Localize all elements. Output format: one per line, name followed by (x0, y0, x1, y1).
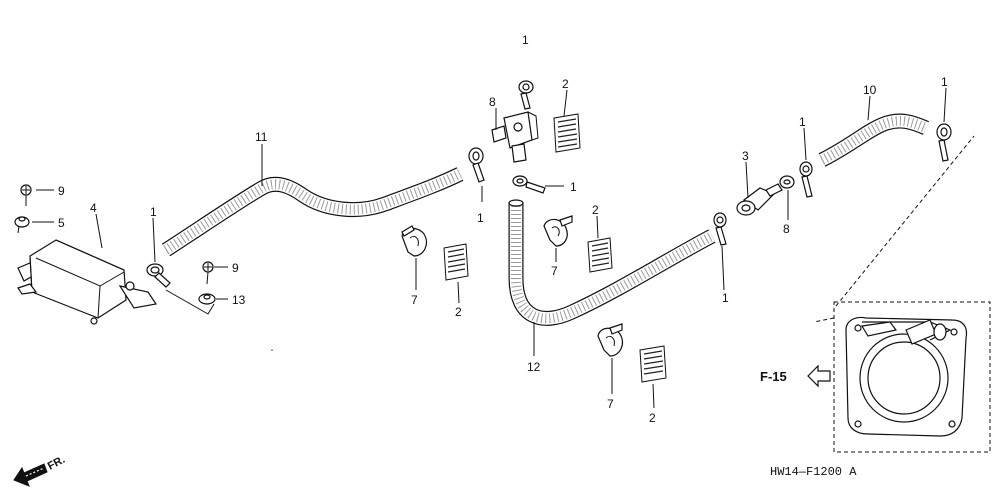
callout-labels: 1 1 1 1 1 1 1 2 2 2 2 3 4 5 7 7 7 8 8 9 … (58, 33, 948, 425)
three-way-joint-8[interactable] (491, 111, 539, 163)
callout-8-mid: 8 (489, 95, 496, 109)
hose-10[interactable] (818, 113, 929, 167)
leader-lines (32, 87, 947, 409)
bolt-9-lower[interactable] (202, 261, 214, 285)
front-direction-label: FR. (46, 454, 67, 473)
callout-9-lower: 9 (232, 261, 239, 275)
bolt-9-left[interactable] (20, 184, 32, 206)
callout-1-top: 1 (522, 33, 529, 47)
callout-2-top: 2 (562, 77, 569, 91)
hose-clip-1-right-a[interactable] (713, 212, 727, 246)
joint-3[interactable] (736, 183, 783, 216)
callout-1-mid-b: 1 (570, 180, 577, 194)
callout-9-left: 9 (58, 184, 65, 198)
hose-clip-1-right-c[interactable] (936, 123, 952, 162)
hose-clip-1-right-b[interactable] (799, 161, 813, 198)
pad-2-top[interactable] (553, 113, 581, 153)
callout-3: 3 (742, 149, 749, 163)
reference-arrow-icon[interactable]: F-15 (760, 364, 831, 388)
washer-8-right[interactable] (779, 175, 795, 189)
hose-clip-1-left[interactable] (146, 263, 171, 288)
callout-7-c: 7 (607, 397, 614, 411)
inset-view (813, 135, 991, 453)
callout-1-right-a: 1 (722, 291, 729, 305)
callout-11: 11 (255, 130, 268, 144)
hose-band-7-c[interactable] (597, 323, 623, 357)
callout-13: 13 (232, 293, 246, 307)
washer-13[interactable] (198, 293, 216, 305)
grommet-5[interactable] (14, 216, 30, 234)
callout-5: 5 (58, 216, 65, 230)
pad-2-mid-right[interactable] (587, 237, 613, 273)
callout-1-mid-a: 1 (477, 211, 484, 225)
hose-clip-1-mid-b[interactable] (512, 175, 546, 194)
callout-1-left: 1 (150, 205, 157, 219)
hose-band-7-a[interactable] (401, 225, 427, 257)
canister-4[interactable] (17, 239, 158, 325)
callout-1-right-b: 1 (799, 115, 806, 129)
hose-band-7-b[interactable] (543, 215, 573, 247)
callout-2-mid-right: 2 (592, 203, 599, 217)
hose-11[interactable] (161, 167, 464, 257)
callout-1-right-c: 1 (941, 75, 948, 89)
diagram-code: HW14—F1200 A (770, 465, 857, 479)
stray-dot (271, 349, 273, 351)
callout-7-a: 7 (411, 293, 418, 307)
front-direction-arrow-icon: FR. (13, 454, 67, 487)
page-reference[interactable]: F-15 (760, 369, 787, 384)
pad-2-bottom[interactable] (639, 345, 667, 383)
callout-2-mid-left: 2 (455, 305, 462, 319)
callout-12: 12 (527, 360, 541, 374)
callout-10: 10 (863, 83, 877, 97)
callout-7-b: 7 (551, 264, 558, 278)
hose-12[interactable] (508, 199, 716, 326)
callout-2-bottom: 2 (649, 411, 656, 425)
callout-4: 4 (90, 201, 97, 215)
hose-clip-1-mid-a[interactable] (468, 147, 485, 183)
throttle-body-inset[interactable] (845, 316, 968, 437)
pad-2-mid-left[interactable] (443, 243, 469, 281)
hose-clip-1-top[interactable] (518, 80, 534, 110)
callout-8-right: 8 (783, 222, 790, 236)
